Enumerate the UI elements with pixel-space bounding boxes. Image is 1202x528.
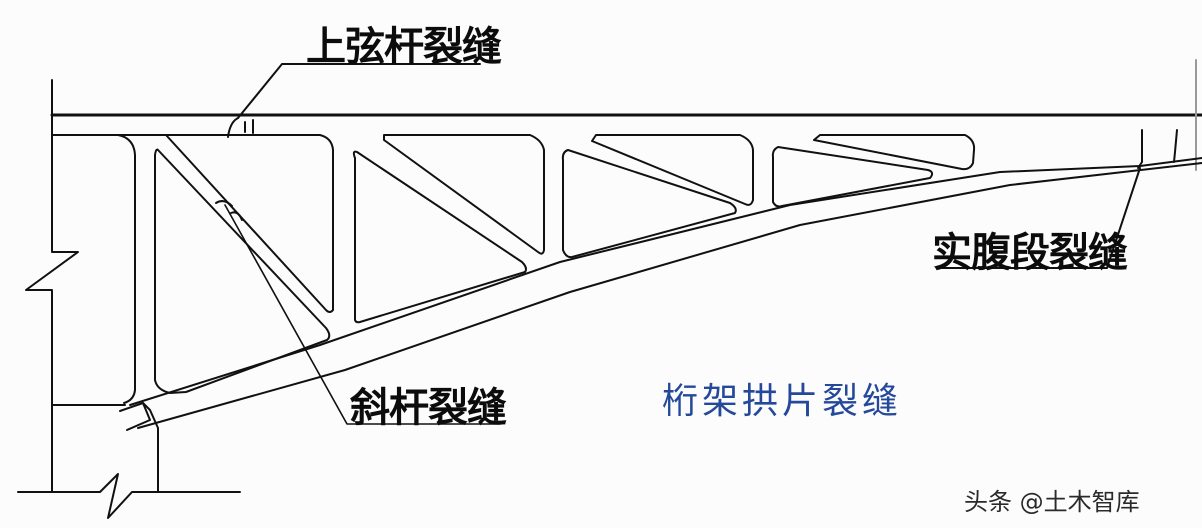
panel-1-right-triangle: [165, 134, 334, 313]
panel-4-left-triangle: [771, 146, 934, 208]
leader-top-chord: [237, 63, 481, 119]
panel-2-right-triangle: [383, 134, 545, 255]
callout-solid-web-crack: 实腹段裂缝: [932, 230, 1128, 276]
diagonal-crack-mark-2: [230, 211, 243, 221]
panel-2-left-triangle: [352, 150, 527, 324]
panel-1-left-triangle: [154, 148, 331, 394]
pier-right-line: [142, 402, 159, 493]
arch-lower-edge: [137, 162, 1202, 429]
diagram-title: 桁架拱片裂缝: [662, 381, 903, 422]
pier-left-line: [25, 79, 79, 493]
panel-4-right-triangle: [813, 134, 976, 171]
ground-line-break: [17, 473, 241, 519]
panel-0: [51, 134, 136, 404]
top-chord-crack-curve: [227, 117, 239, 138]
panel-3-right-triangle: [591, 134, 754, 206]
diagonal-crack-mark-1: [215, 200, 233, 207]
watermark: 头条 @土木智库: [964, 488, 1140, 516]
leader-solid-web: [941, 167, 1141, 269]
solid-web-crack-1: [1137, 129, 1143, 169]
callout-top-chord-crack: 上弦杆裂缝: [306, 24, 502, 70]
callout-diagonal-crack: 斜杆裂缝: [350, 385, 507, 431]
panel-3-left-triangle: [561, 149, 737, 259]
arch-springing-block: [119, 402, 151, 431]
solid-web-crack-2: [1173, 129, 1178, 163]
arch-upper-edge: [129, 157, 1202, 406]
leader-diagonal: [224, 204, 501, 425]
